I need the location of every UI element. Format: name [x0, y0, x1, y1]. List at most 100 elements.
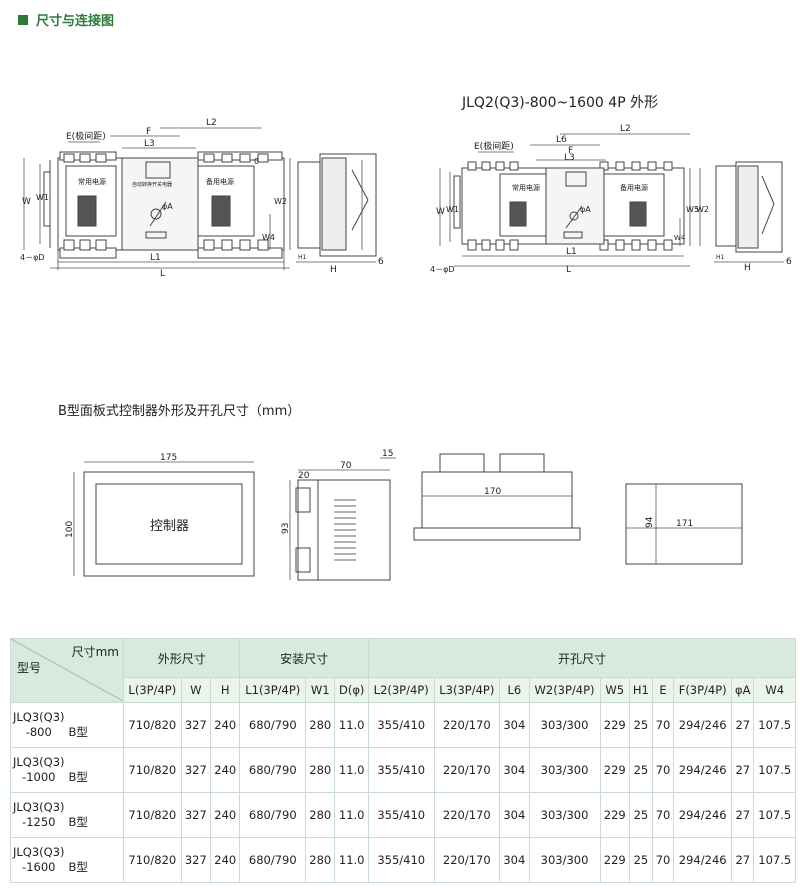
table-cell: 70 [651, 702, 675, 748]
d2-label-l2: L2 [620, 124, 631, 134]
table-cell: 327 [180, 837, 212, 883]
model-type: B型 [68, 860, 88, 874]
d1-label-e: E(极间距) [66, 130, 106, 142]
d2-label-w: W [436, 207, 445, 217]
ctrl-front-height: 100 [65, 521, 75, 538]
d2-label-l1: L1 [566, 247, 577, 257]
drawing2-caption: JLQ2(Q3)-800~1600 4P 外形 [462, 95, 659, 111]
table-header-group-row: 尺寸mm 型号 外形尺寸 安装尺寸 开孔尺寸 [10, 638, 797, 703]
table-cell: 25 [628, 792, 653, 838]
table-cell: 27 [731, 837, 755, 883]
column-header: W4 [753, 677, 796, 703]
column-header: W5 [599, 677, 630, 703]
table-cell: 107.5 [753, 792, 796, 838]
model-type: B型 [68, 725, 88, 739]
table-cell: 11.0 [334, 792, 369, 838]
controller-caption: B型面板式控制器外形及开孔尺寸（mm） [58, 404, 301, 419]
d1-label-w2: W2 [274, 197, 287, 206]
d2-label-backup: 备用电源 [620, 183, 648, 192]
table-cell: 27 [731, 702, 755, 748]
model-name-line2: -1600 [22, 860, 56, 874]
corner-bottom-label: 型号 [17, 661, 42, 675]
d2-label-f: F [568, 146, 573, 156]
d1-label-controller: 自动转换开关电器 [132, 181, 172, 188]
column-header: D(φ) [334, 677, 369, 703]
table-cell: 680/790 [239, 747, 307, 793]
table-cell: 680/790 [239, 792, 307, 838]
table-cell: 240 [210, 792, 241, 838]
d2-label-w5: W5 [686, 205, 699, 214]
d2-label-h: H [744, 263, 751, 273]
table-cell: 220/170 [433, 792, 501, 838]
table-cell: 11.0 [334, 702, 369, 748]
table-cell: 710/820 [123, 837, 182, 883]
column-header: H1 [628, 677, 653, 703]
d1-label-normal: 常用电源 [78, 177, 106, 186]
table-cell: 327 [180, 702, 212, 748]
column-header: L6 [499, 677, 530, 703]
column-header: L2(3P/4P) [367, 677, 435, 703]
table-cell: 355/410 [367, 792, 435, 838]
d1-label-hole: 4－φD [20, 253, 45, 262]
ctrl-front-label: 控制器 [150, 519, 189, 534]
table-cell: 294/246 [673, 837, 733, 883]
table-cell: 27 [731, 747, 755, 793]
d2-label-normal: 常用电源 [512, 183, 540, 192]
d1-label-h: H [330, 265, 337, 275]
table-cell: 229 [599, 792, 630, 838]
group-install: 安装尺寸 [239, 638, 369, 678]
table-cell: 304 [499, 702, 530, 748]
column-header: L(3P/4P) [123, 677, 182, 703]
d1-label-6: 6 [378, 257, 384, 267]
d2-label-l3: L3 [564, 153, 575, 163]
table-cell: 70 [651, 792, 675, 838]
table-cell: 680/790 [239, 837, 307, 883]
table-cell: 107.5 [753, 702, 796, 748]
table-cell: 240 [210, 747, 241, 793]
model-name-line2: -1250 [22, 815, 56, 829]
table-cell: 303/300 [528, 702, 601, 748]
d1-label-l3: L3 [144, 139, 155, 149]
table-cell: 303/300 [528, 747, 601, 793]
table-cell: 327 [180, 792, 212, 838]
table-cell: 280 [305, 792, 336, 838]
d2-label-w1: W1 [446, 205, 459, 214]
column-header: E [651, 677, 675, 703]
model-name: JLQ3(Q3)-1000 [13, 755, 65, 785]
ctrl-side-20: 20 [298, 471, 310, 481]
section-title: 尺寸与连接图 [18, 10, 114, 29]
model-name: JLQ3(Q3)-1250 [13, 800, 65, 830]
table-cell: 229 [599, 837, 630, 883]
table-cell: 280 [305, 702, 336, 748]
table-cell: 294/246 [673, 792, 733, 838]
d2-label-hole: 4－φD [430, 265, 455, 274]
table-cell: 304 [499, 747, 530, 793]
column-header: W2(3P/4P) [528, 677, 601, 703]
table-cell: 11.0 [334, 837, 369, 883]
table-cell: 280 [305, 747, 336, 793]
table-cell: 229 [599, 747, 630, 793]
corner-diagonal [11, 639, 123, 701]
d2-label-l6: L6 [556, 135, 567, 145]
section-title-text: 尺寸与连接图 [36, 14, 115, 29]
ctrl-side-15: 15 [382, 449, 393, 459]
group-outline: 外形尺寸 [122, 638, 241, 678]
ctrl-side-70: 70 [340, 461, 352, 471]
table-cell: 25 [628, 747, 653, 793]
model-type: B型 [68, 770, 88, 784]
d2-label-h1: H1 [716, 254, 725, 261]
table-cell: 303/300 [528, 792, 601, 838]
